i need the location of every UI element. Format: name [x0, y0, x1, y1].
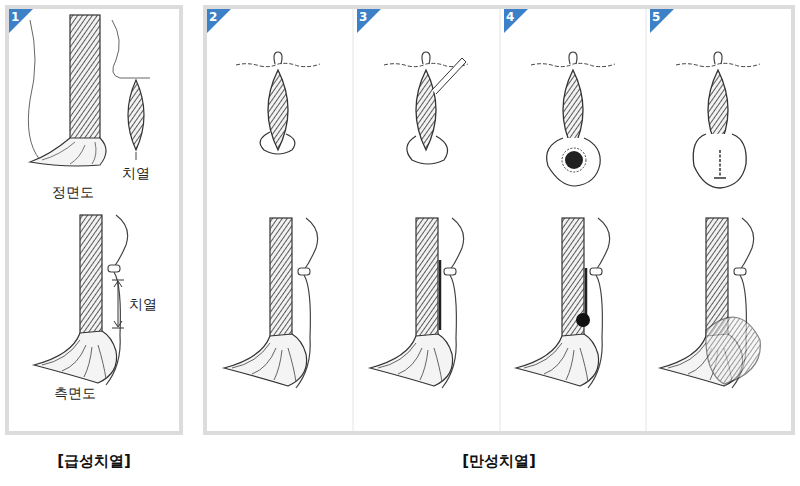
callout-number: 5 [652, 10, 660, 24]
callout-number: 1 [11, 10, 19, 24]
panel-frame: [만성치열] [203, 5, 795, 435]
side-view [34, 215, 128, 385]
view-label: 측면도 [54, 385, 96, 403]
panel-caption: [급성치열] [57, 452, 131, 471]
callout-number: 4 [506, 10, 514, 24]
callout-triangle [9, 9, 674, 33]
view-label: 정면도 [52, 184, 94, 202]
chronic-stage-5 [660, 52, 760, 388]
callout-number: 3 [359, 10, 367, 24]
chronic-stage-4 [516, 52, 615, 388]
callout-number: 2 [209, 10, 217, 24]
part-label: 치열 [122, 165, 150, 183]
front-view [28, 15, 150, 166]
chronic-stage-3 [370, 52, 468, 388]
part-label: 치열 [129, 296, 157, 314]
chronic-stage-2 [224, 52, 320, 388]
panel-frame: [급성치열] [5, 5, 183, 435]
panel-caption: [만성치열] [462, 452, 536, 471]
panel-divider [353, 9, 646, 431]
